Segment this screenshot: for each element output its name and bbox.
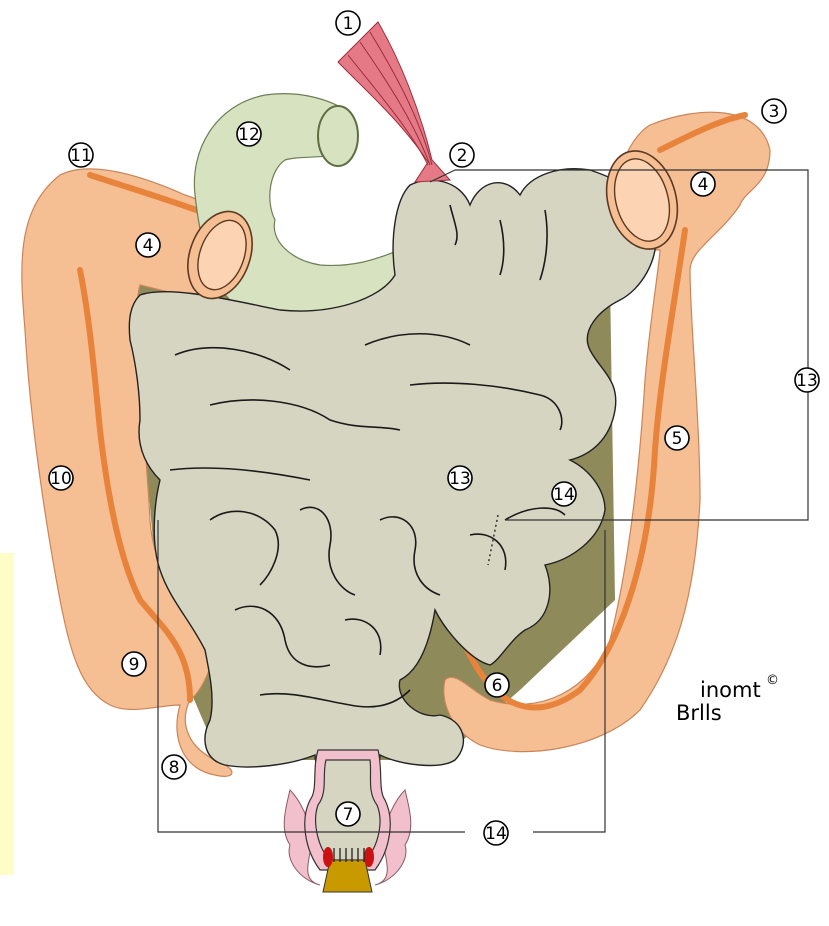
callout-c11: 11	[69, 143, 93, 167]
callout-number: 14	[553, 485, 575, 505]
callout-c7: 7	[336, 802, 360, 826]
callout-number: 12	[238, 125, 260, 145]
callout-c13a: 13	[795, 368, 819, 392]
callout-c4b: 4	[691, 172, 715, 196]
callout-c6: 6	[485, 673, 509, 697]
callout-c5: 5	[665, 426, 689, 450]
callout-c2: 2	[450, 143, 474, 167]
callout-c14a: 14	[552, 482, 576, 506]
callout-c1: 1	[336, 11, 360, 35]
callout-c10: 10	[49, 466, 73, 490]
callout-number: 4	[698, 175, 709, 195]
callout-number: 7	[343, 805, 354, 825]
callout-c14b: 14	[484, 821, 508, 845]
callout-number: 8	[169, 758, 180, 778]
anal-vein-right	[364, 847, 374, 867]
callout-c3: 3	[762, 99, 786, 123]
callout-number: 1	[343, 14, 354, 34]
callout-c9: 9	[122, 652, 146, 676]
callout-number: 13	[449, 469, 471, 489]
callout-number: 5	[672, 429, 683, 449]
logo-copyright-mark: ©	[766, 673, 779, 688]
callout-number: 9	[129, 655, 140, 675]
logo-line2: Brlls	[676, 701, 722, 725]
suspensory-muscle-of-duodenum	[338, 22, 450, 182]
logo-line1: inomt	[700, 678, 761, 702]
callout-number: 3	[769, 102, 780, 122]
callout-c12: 12	[237, 122, 261, 146]
callout-c8: 8	[162, 755, 186, 779]
callout-number: 6	[492, 676, 503, 696]
callout-number: 10	[50, 469, 72, 489]
duodenum-opening	[318, 106, 358, 166]
callout-c4a: 4	[136, 233, 160, 257]
anal-vein-left	[323, 847, 333, 867]
callout-number: 4	[143, 236, 154, 256]
callout-number: 11	[70, 146, 92, 166]
callout-number: 14	[485, 824, 507, 844]
copyright-logo: inomt Brlls ©	[676, 673, 779, 725]
callout-number: 13	[796, 371, 818, 391]
callout-number: 2	[457, 146, 468, 166]
callout-c13b: 13	[448, 466, 472, 490]
